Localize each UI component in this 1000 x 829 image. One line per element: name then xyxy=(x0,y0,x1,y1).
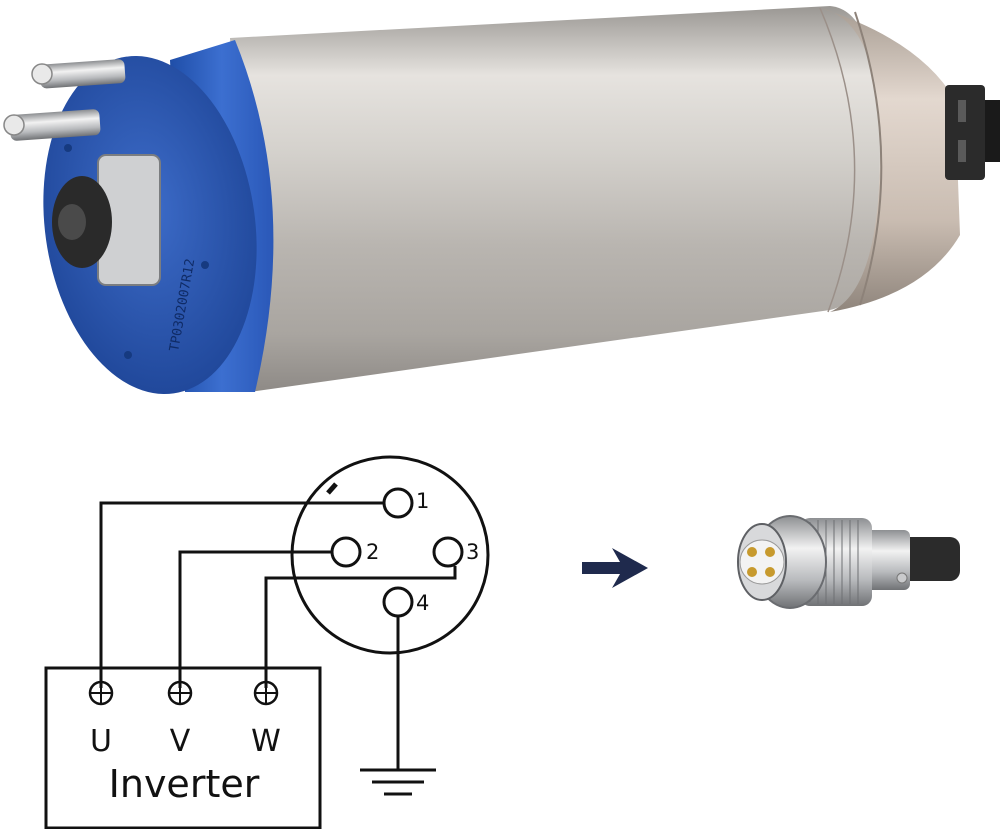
collet-nut xyxy=(945,85,1000,180)
terminal-v-icon xyxy=(167,680,193,706)
inverter-label: Inverter xyxy=(109,762,260,806)
wiring-diagram xyxy=(44,455,490,829)
arrow-right-icon xyxy=(582,548,648,588)
terminal-v-label: V xyxy=(170,724,191,759)
wire-v xyxy=(178,550,332,688)
power-socket xyxy=(52,154,161,286)
motor-nose xyxy=(820,8,960,312)
pin-4-label: 4 xyxy=(416,591,429,615)
coolant-fittings xyxy=(3,59,126,141)
pin-2 xyxy=(330,536,362,568)
terminal-u-icon xyxy=(88,680,114,706)
spindle-motor-image: TP0302007R12 xyxy=(3,6,1000,394)
pin-2-label: 2 xyxy=(366,540,379,564)
pin-4 xyxy=(382,586,414,618)
terminal-w-icon xyxy=(253,680,279,706)
terminal-u-label: U xyxy=(90,724,112,759)
terminal-w-label: W xyxy=(251,724,281,759)
wire-w xyxy=(264,566,457,688)
connector-face-circle xyxy=(290,455,490,655)
wire-u xyxy=(99,501,384,688)
motor-housing xyxy=(230,6,880,392)
ground-icon xyxy=(360,768,436,796)
inverter-box xyxy=(44,666,322,829)
pin-3 xyxy=(432,536,464,568)
aviation-plug-image xyxy=(737,515,960,609)
pin-1 xyxy=(382,487,414,519)
pin-1-label: 1 xyxy=(416,489,429,513)
wiring-labels: 1 2 3 4 U V W Inverter xyxy=(90,489,479,806)
pin-3-label: 3 xyxy=(466,540,479,564)
